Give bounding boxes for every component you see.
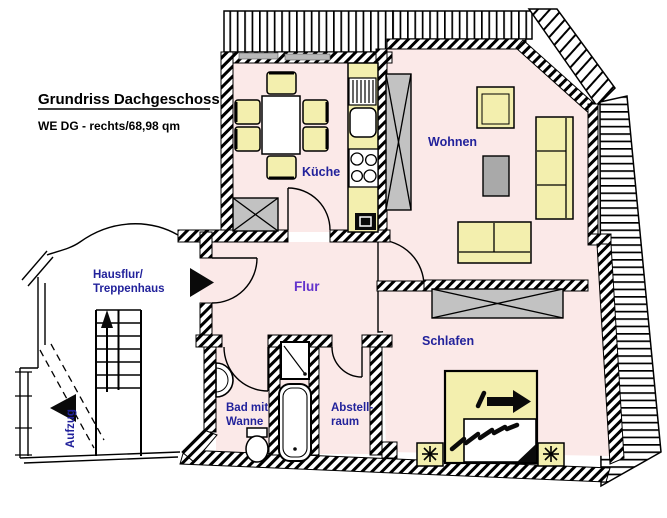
stairwell-south-wall xyxy=(23,456,179,464)
entrance-door-arc xyxy=(211,257,258,304)
armchair-seat xyxy=(481,93,510,125)
stairs xyxy=(95,309,142,456)
blanket-stripes xyxy=(449,422,520,452)
living-sofa-vertical xyxy=(535,116,574,220)
living-armchair xyxy=(476,86,515,129)
room-label-kitchen: Küche xyxy=(302,165,340,179)
bath-sink xyxy=(215,362,234,398)
bathroom-fixtures xyxy=(215,341,312,463)
bath-sink-basin xyxy=(215,367,229,393)
stairwell-diagonal-wall xyxy=(21,250,48,281)
wall-bedroom-east xyxy=(596,243,625,465)
room-label-bedroom: Schlafen xyxy=(422,334,474,348)
shower-drain xyxy=(303,372,307,376)
wall-east-jog xyxy=(587,233,612,246)
stove-burner xyxy=(350,169,364,183)
kitchen-window xyxy=(238,52,279,60)
roof-band-top-left xyxy=(223,10,394,53)
bed-blanket xyxy=(463,418,537,463)
kitchen-sink xyxy=(349,107,377,138)
kitchen-chair xyxy=(266,155,297,180)
bed-arrow-icon xyxy=(475,390,531,413)
bath-door-arc xyxy=(223,346,269,392)
storage-door-arc xyxy=(331,346,363,378)
hall-door-leaf-open xyxy=(376,280,425,292)
wall-storage-east xyxy=(369,346,383,456)
kitchen-chair xyxy=(234,126,261,152)
cabinet-x-mark xyxy=(232,197,279,232)
wall-living-east xyxy=(587,103,599,237)
living-furniture xyxy=(385,73,574,264)
drainboard-ribs xyxy=(352,80,374,103)
living-coffee-table xyxy=(482,155,510,197)
living-sofa-horizontal xyxy=(457,221,532,264)
doors xyxy=(211,187,363,392)
bay-window-mullions xyxy=(15,371,32,456)
stairwell-structure xyxy=(15,223,214,464)
roof-band-top-right xyxy=(392,10,533,40)
room-label-elevator: Aufzug xyxy=(65,409,77,448)
page-subtitle: WE DG - rechts/68,98 qm xyxy=(38,119,180,133)
elevator-arrow-icon xyxy=(50,394,76,422)
kitchen-chair xyxy=(302,126,329,152)
shower-diagonal xyxy=(283,345,306,375)
stove-burner xyxy=(364,153,378,167)
bathtub xyxy=(278,383,312,462)
kitchen-appliance xyxy=(355,213,376,230)
roof-band-diagonal xyxy=(527,8,616,108)
nightstand-star-mark xyxy=(543,446,559,462)
hall-floor xyxy=(212,242,378,347)
kitchen-table xyxy=(261,95,301,155)
blanket-folded-corner xyxy=(517,444,536,462)
room-label-stairwell-line2: Treppenhaus xyxy=(93,283,165,295)
kitchen-chair xyxy=(302,99,329,125)
wardrobe-x-mark xyxy=(431,288,564,319)
wall-hall-bath-left xyxy=(195,334,223,348)
room-label-bath-line1: Bad mit xyxy=(226,402,268,414)
kitchen-chair xyxy=(266,71,297,95)
kitchen-furniture xyxy=(232,62,379,233)
bedroom-furniture xyxy=(416,288,565,467)
kitchen-door-arc xyxy=(287,187,331,231)
entrance-arrow-icon xyxy=(190,268,214,297)
stairwell-curved-wall xyxy=(46,223,179,256)
wall-bath-southwest-diagonal xyxy=(181,429,218,463)
wardrobe-x-mark xyxy=(385,73,412,211)
bathtub-drain xyxy=(293,447,297,451)
wall-living-north xyxy=(386,38,527,50)
kitchen-appliance-door xyxy=(359,216,372,227)
bathtub-inner xyxy=(282,387,308,458)
room-label-bath-line2: Wanne xyxy=(226,416,263,428)
room-label-hall: Flur xyxy=(294,279,320,294)
labels: Grundriss Dachgeschoss WE DG - rechts/68… xyxy=(38,91,477,448)
stove-burner xyxy=(363,169,377,183)
stairs-up-arrow-icon xyxy=(101,310,113,328)
room-label-stairwell-line1: Hausflur/ xyxy=(93,269,144,281)
room-label-storage-line2: raum xyxy=(331,416,359,428)
stairwell-diagonal-wall xyxy=(27,256,54,287)
nightstand-star-mark xyxy=(422,446,438,462)
elevator-shaft xyxy=(39,343,105,449)
stove-burner xyxy=(350,152,364,166)
wall-bath-west xyxy=(203,344,217,433)
wall-kitchen-hall-left xyxy=(177,229,289,243)
room-label-storage-line1: Abstell- xyxy=(331,402,373,414)
toilet-bowl xyxy=(245,435,269,463)
kitchen-chair xyxy=(234,99,261,125)
wall-step-block xyxy=(381,441,398,459)
wall-kitchen-west xyxy=(220,51,234,233)
page-title: Grundriss Dachgeschoss xyxy=(38,91,220,108)
wall-hall-west-upper xyxy=(199,231,213,259)
stairwell-south-wall xyxy=(19,451,181,459)
kitchen-window xyxy=(284,53,331,61)
wall-hall-storage-right xyxy=(361,334,393,348)
room-label-living: Wohnen xyxy=(428,135,477,149)
